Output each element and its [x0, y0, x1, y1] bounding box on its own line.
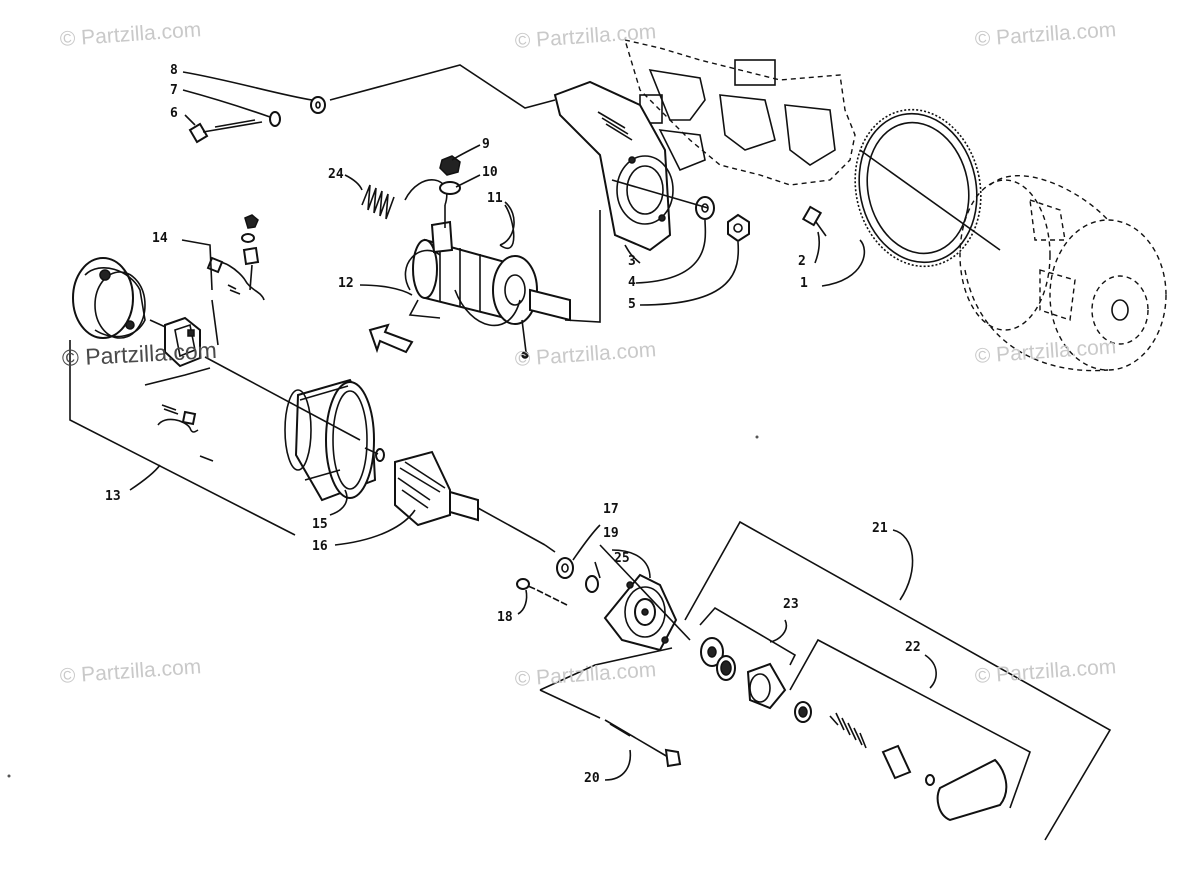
ring-gear — [854, 108, 982, 268]
housing-bolt — [516, 578, 568, 606]
callout-12: 12 — [338, 276, 354, 291]
starter-motor-assembly — [404, 179, 571, 359]
brush-holder — [164, 316, 201, 368]
callout-7: 7 — [170, 83, 178, 98]
drive-pinion-assembly — [700, 637, 1008, 822]
leader-lines — [69, 64, 1112, 841]
bracket-bolt-and-washers — [188, 96, 326, 144]
callout-25: 25 — [614, 551, 630, 566]
armature — [364, 447, 546, 546]
callout-4: 4 — [628, 275, 636, 290]
callout-14: 14 — [152, 231, 168, 246]
direction-arrow — [368, 323, 414, 354]
callout-6: 6 — [170, 106, 178, 121]
callout-13: 13 — [105, 489, 121, 504]
callout-3: 3 — [628, 254, 636, 269]
callout-16: 16 — [312, 539, 328, 554]
end-cap — [72, 257, 173, 339]
field-yoke — [284, 378, 377, 502]
flywheel-bolt — [801, 205, 827, 237]
callout-23: 23 — [783, 597, 799, 612]
spring — [361, 184, 395, 220]
callout-8: 8 — [170, 63, 178, 78]
callout-22: 22 — [905, 640, 921, 655]
brush-springs — [157, 404, 214, 462]
callout-21: 21 — [872, 521, 888, 536]
drive-end-housing — [603, 573, 678, 652]
engine-block-outline — [623, 39, 856, 186]
callout-15: 15 — [312, 517, 328, 532]
callout-17: 17 — [603, 502, 619, 517]
brush-kit — [206, 214, 265, 301]
callout-18: 18 — [497, 610, 513, 625]
starter-mounting-bracket — [553, 80, 674, 252]
callout-1: 1 — [800, 276, 808, 291]
callout-10: 10 — [482, 165, 498, 180]
thrust-washers — [556, 557, 599, 593]
callout-20: 20 — [584, 771, 600, 786]
washer-and-nut — [695, 196, 750, 243]
terminal-nut-and-washer — [439, 155, 461, 195]
speck — [755, 435, 759, 439]
clutch-housing-outline — [959, 175, 1167, 372]
callout-2: 2 — [798, 254, 806, 269]
callout-5: 5 — [628, 297, 636, 312]
callout-9: 9 — [482, 137, 490, 152]
callout-11: 11 — [487, 191, 503, 206]
speck — [7, 774, 11, 778]
callout-24: 24 — [328, 167, 344, 182]
through-bolt — [604, 719, 682, 768]
callout-19: 19 — [603, 526, 619, 541]
